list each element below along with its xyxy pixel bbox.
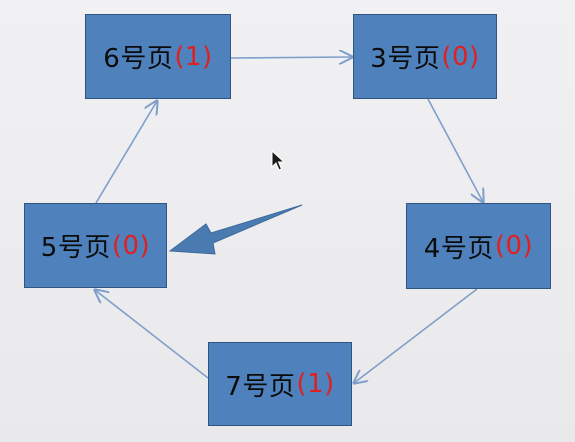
- edge-3-to-4: [427, 98, 483, 202]
- page-node-label: 7号页: [225, 371, 296, 402]
- page-node-label: 3号页: [370, 44, 441, 74]
- edge-6-to-3: [230, 57, 352, 58]
- edge-4-to-7: [354, 288, 478, 383]
- page-node-7[interactable]: 7号页(1): [208, 342, 352, 426]
- page-node-label: 6号页: [103, 44, 174, 74]
- page-node-5[interactable]: 5号页(0): [24, 203, 167, 288]
- page-node-count: (1): [174, 41, 213, 72]
- page-node-label: 4号页: [423, 233, 494, 264]
- edge-5-to-6: [95, 101, 157, 204]
- page-node-4[interactable]: 4号页(0): [406, 203, 551, 289]
- page-node-count: (1): [296, 369, 335, 399]
- page-node-count: (0): [494, 231, 534, 261]
- mouse-cursor-icon: [271, 150, 285, 171]
- page-node-count: (0): [111, 230, 151, 261]
- page-node-count: (0): [441, 41, 480, 72]
- page-node-3[interactable]: 3号页(0): [353, 14, 497, 99]
- page-node-label: 5号页: [40, 233, 111, 263]
- page-node-6[interactable]: 6号页(1): [85, 14, 231, 99]
- pointer-arrow: [168, 204, 303, 255]
- edge-7-to-5: [95, 290, 209, 379]
